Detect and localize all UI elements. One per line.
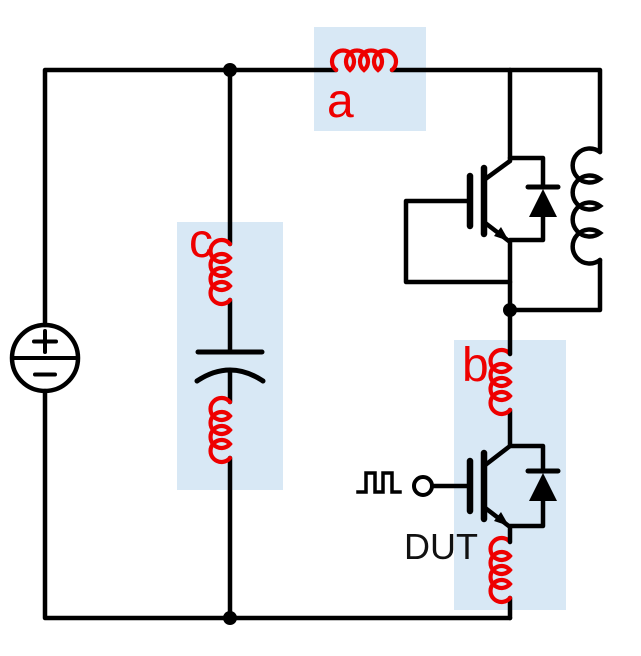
- emitter-arrow-icon: [494, 227, 509, 241]
- square-wave-icon: [356, 471, 402, 494]
- gate-short-loop-wire: [403, 198, 513, 285]
- highlight-region-a: [314, 27, 426, 131]
- label-dut: DUT: [404, 526, 478, 567]
- high-side-igbt: [403, 158, 513, 357]
- parasitic-inductor-a-coil: [329, 48, 399, 73]
- label-parasitic-b: b: [462, 339, 489, 392]
- label-parasitic-a: a: [327, 75, 354, 128]
- junction-dot-midpoint: [503, 303, 517, 317]
- dut-collector-diagonal: [481, 443, 513, 469]
- collector-diagonal: [481, 158, 513, 183]
- parasitic-inductor-emitter-coil: [488, 535, 513, 605]
- dut-diode-bottom-connector: [507, 498, 546, 529]
- capacitor-curved-plate: [194, 367, 266, 384]
- wire-load-return: [507, 257, 603, 313]
- dut-diode-triangle-icon: [529, 473, 557, 501]
- junction-dot-top: [223, 63, 237, 77]
- parasitic-inductor-c-upper-coil: [208, 237, 233, 307]
- diode-bottom-connector: [507, 214, 546, 243]
- load-inductor-coil: [570, 146, 604, 266]
- diode-top-connector: [507, 155, 546, 190]
- wire-top-left: [42, 67, 339, 328]
- high-side-freewheel-diode: [507, 155, 561, 243]
- junction-dot-bottom: [223, 611, 237, 625]
- wire-top-right: [389, 67, 603, 155]
- parasitic-inductor-b-coil: [488, 347, 513, 417]
- diode-triangle-icon: [529, 189, 557, 217]
- label-parasitic-c: c: [189, 215, 213, 268]
- dut-antiparallel-diode: [507, 443, 561, 529]
- gate-terminal-circle: [412, 475, 434, 497]
- dc-link-capacitor: [194, 349, 266, 384]
- emitter-wire: [481, 219, 513, 357]
- gate-pulse-input: [356, 471, 434, 497]
- dut-diode-top-connector: [507, 443, 546, 474]
- parasitic-inductor-c-lower-coil: [208, 395, 233, 465]
- dc-voltage-source: [9, 322, 81, 394]
- dut-emitter-arrow-icon: [494, 512, 509, 526]
- wire-bottom-left: [42, 388, 513, 621]
